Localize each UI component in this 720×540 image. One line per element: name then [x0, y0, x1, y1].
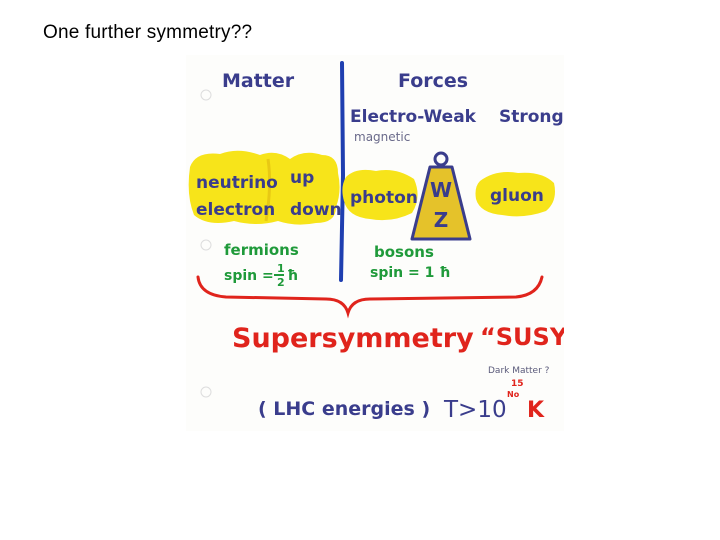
susy-label: “SUSY” [480, 323, 564, 351]
fermions-label: fermions [224, 241, 299, 259]
w-boson-label: W [430, 178, 452, 202]
fermion-spin-prefix: spin = [224, 268, 274, 284]
matter-forces-divider [341, 63, 343, 280]
photon-label: photon [350, 188, 418, 208]
punch-hole [201, 240, 211, 250]
bosons-label: bosons [374, 243, 434, 261]
temperature-note: No [507, 390, 520, 399]
temperature-label: T>10 [443, 397, 507, 423]
electron-label: electron [196, 200, 275, 220]
down-quark-label: down [290, 200, 342, 220]
strong-label: Strong [499, 107, 564, 127]
diagram-canvas: Matter Forces Electro-Weak Strong magnet… [186, 55, 564, 431]
up-quark-label: up [290, 168, 314, 188]
temperature-exponent: 15 [511, 379, 524, 389]
weight-handle [435, 153, 447, 165]
gluon-label: gluon [490, 186, 544, 206]
hand-drawn-diagram: Matter Forces Electro-Weak Strong magnet… [186, 55, 564, 431]
punch-hole [201, 90, 211, 100]
magnetic-label: magnetic [354, 130, 410, 144]
punch-hole [201, 387, 211, 397]
slide-title: One further symmetry?? [43, 22, 252, 44]
kelvin-unit: K [527, 398, 545, 423]
neutrino-label: neutrino [196, 173, 278, 193]
lhc-energies-label: ( LHC energies ) [258, 398, 430, 420]
fermion-spin-denominator: 2 [277, 276, 285, 289]
supersymmetry-label: Supersymmetry [232, 323, 474, 354]
dark-matter-note: Dark Matter ? [488, 366, 550, 376]
matter-heading: Matter [222, 70, 295, 92]
electroweak-label: Electro-Weak [350, 107, 477, 127]
boson-spin-label: spin = 1 ħ [370, 265, 450, 281]
forces-heading: Forces [398, 70, 468, 92]
z-boson-label: Z [434, 208, 449, 232]
fermion-spin-numerator: 1 [277, 262, 285, 275]
fermion-spin-unit: ħ [287, 268, 298, 284]
